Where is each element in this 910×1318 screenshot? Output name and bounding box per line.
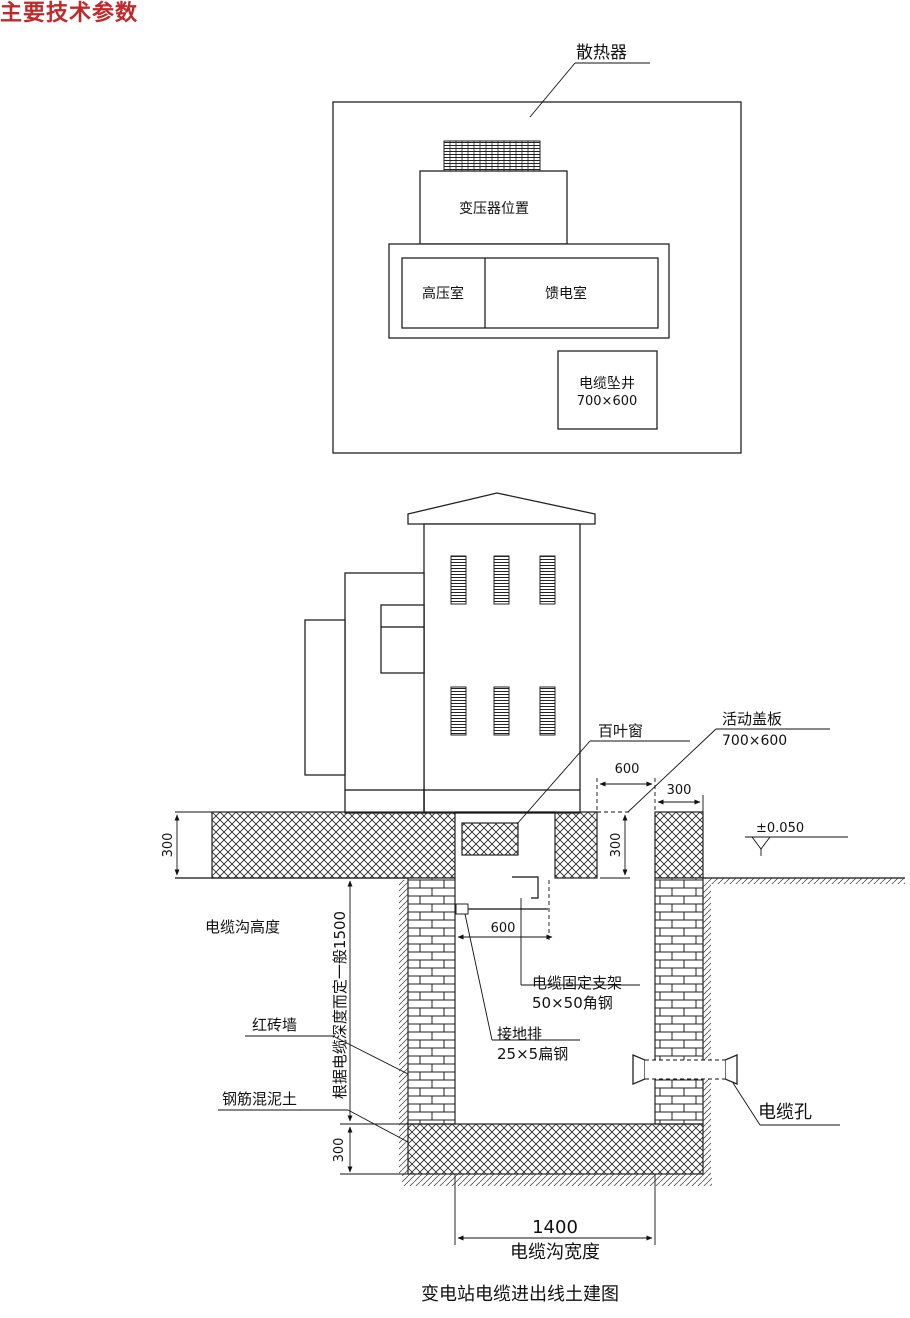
substation-building <box>304 492 596 814</box>
dim-wall-width: 300 <box>667 783 692 798</box>
plan-view: 散热器 变压器位置 高压室 馈电室 电缆坠井 700×600 <box>332 43 742 454</box>
section-view: 300 根据电缆深度而定一般1500 300 300 600 300 600 1… <box>161 492 905 1263</box>
ground-bar-label: 接地排 <box>497 1025 542 1043</box>
cable-hole-label: 电缆孔 <box>758 1102 812 1123</box>
trench-height-label: 电缆沟高度 <box>205 918 280 936</box>
transformer-label: 变压器位置 <box>459 201 529 217</box>
bracket-label: 电缆固定支架 <box>532 974 622 992</box>
depth-note: 根据电缆深度而定一般1500 <box>331 911 349 1099</box>
bracket-spec: 50×50角钢 <box>532 994 613 1012</box>
ground-bar-spec: 25×5扁钢 <box>497 1045 568 1063</box>
brick-wall-left <box>407 877 456 1125</box>
dim-cover-width: 600 <box>615 762 640 777</box>
foundation-slab <box>211 811 456 879</box>
feeder-room-label: 馈电室 <box>545 285 587 302</box>
cable-shaft <box>557 350 658 430</box>
cable-hole <box>632 1054 738 1085</box>
transformer-position <box>419 170 568 245</box>
dim-bracket: 600 <box>491 921 516 936</box>
cable-shaft-label: 电缆坠井 <box>579 376 635 392</box>
louver-vent <box>461 822 519 856</box>
page-title: 主要技术参数 <box>0 1 139 26</box>
elevation-mark: ±0.050 <box>745 821 848 856</box>
trench-width-value: 1400 <box>532 1217 578 1238</box>
rooms-inner <box>401 257 659 329</box>
hv-room-label: 高压室 <box>422 285 464 302</box>
elevation-label: ±0.050 <box>756 821 804 836</box>
louver-label: 百叶窗 <box>598 722 643 740</box>
trench-width-label: 电缆沟宽度 <box>510 1242 600 1263</box>
cable-shaft-size: 700×600 <box>577 394 638 409</box>
concrete-base <box>407 1123 704 1175</box>
dim-slab-left: 300 <box>161 833 176 858</box>
dim-bottom-slab: 300 <box>332 1138 347 1163</box>
concrete-label: 钢筋混泥土 <box>222 1090 297 1108</box>
drawing-caption: 变电站电缆进出线土建图 <box>421 1284 619 1305</box>
radiator-label: 散热器 <box>576 43 627 63</box>
brick-wall-label: 红砖墙 <box>252 1016 297 1034</box>
cover-size: 700×600 <box>722 733 787 749</box>
cover-label: 活动盖板 <box>722 710 782 728</box>
brick-wall-right <box>654 877 704 1125</box>
dim-slab-right: 300 <box>609 833 624 858</box>
